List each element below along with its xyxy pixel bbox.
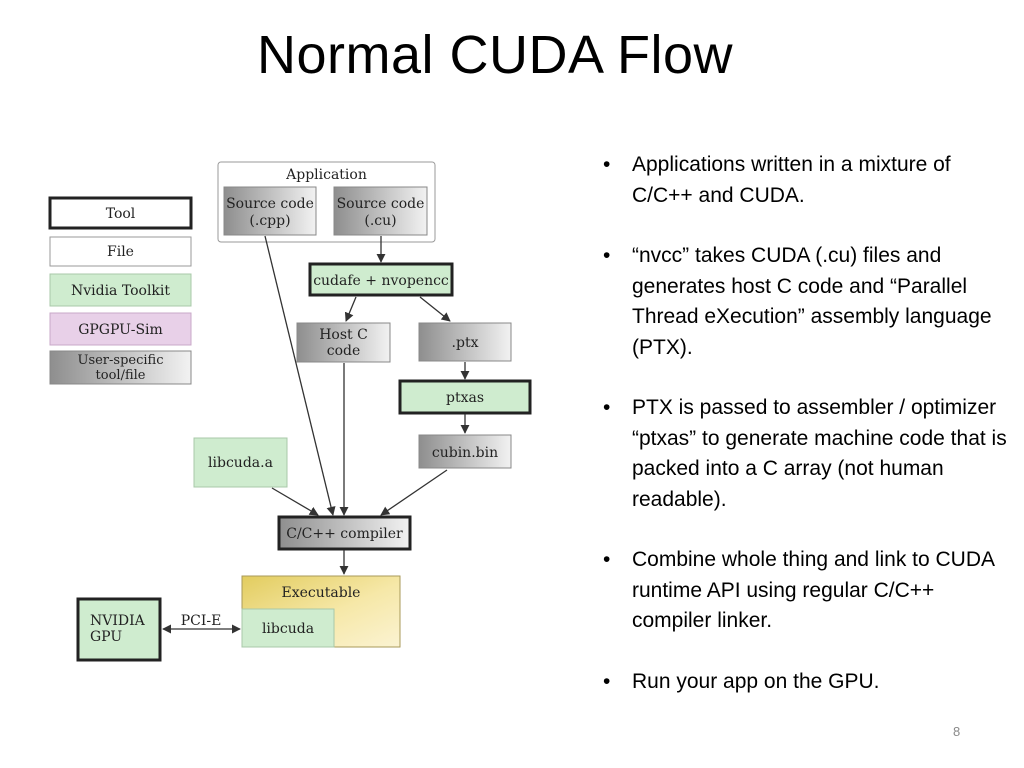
bullet-item: PTX is passed to assembler / optimizer “…	[598, 393, 1008, 515]
source-cu-line1: Source code	[337, 196, 425, 212]
gpu-line1: NVIDIA	[90, 613, 146, 629]
legend-tool: Tool	[48, 196, 193, 230]
arrow-libcuda-a-to-compiler	[271, 487, 319, 516]
gpu-line2: GPU	[90, 629, 122, 645]
ptxas-label: ptxas	[446, 390, 484, 406]
ptx-label: .ptx	[452, 335, 479, 351]
host-c-code-box: Host C code	[296, 322, 391, 363]
legend-gpgpu-sim: GPGPU-Sim	[49, 312, 192, 346]
cubin-label: cubin.bin	[432, 445, 498, 461]
host-c-line1: Host C	[319, 327, 368, 343]
legend-nvidia-toolkit-label: Nvidia Toolkit	[71, 283, 170, 299]
legend-file-label: File	[107, 244, 134, 260]
application-label: Application	[285, 167, 367, 183]
legend-tool-label: Tool	[106, 206, 136, 222]
nvidia-gpu-box: NVIDIA GPU	[76, 597, 162, 662]
bullet-item: Applications written in a mixture of C/C…	[598, 150, 1008, 211]
libcuda-a-label: libcuda.a	[208, 455, 273, 471]
compiler-box: C/C++ compiler	[277, 515, 412, 551]
compiler-label: C/C++ compiler	[286, 526, 403, 542]
page-number: 8	[953, 724, 961, 739]
cudafe-label: cudafe + nvopencc	[313, 273, 449, 289]
ptxas-box: ptxas	[398, 379, 532, 415]
bullet-item: “nvcc” takes CUDA (.cu) files and genera…	[598, 241, 1008, 363]
source-cpp-line2: (.cpp)	[249, 213, 290, 229]
flow-arrows	[162, 235, 470, 634]
libcuda-label: libcuda	[262, 621, 314, 637]
legend: Tool File Nvidia Toolkit GPGPU-Sim User-…	[48, 196, 193, 385]
ptx-box: .ptx	[418, 322, 512, 362]
source-cu-line2: (.cu)	[364, 213, 396, 229]
source-cpp-box: Source code (.cpp)	[223, 186, 317, 236]
source-cpp-line1: Source code	[226, 196, 314, 212]
arrow-cubin-to-compiler	[380, 469, 448, 516]
pcie-label: PCI-E	[181, 613, 222, 629]
cubin-box: cubin.bin	[418, 434, 512, 469]
libcuda-box: libcuda	[241, 608, 335, 648]
bullet-item: Run your app on the GPU.	[598, 667, 1008, 698]
cudafe-box: cudafe + nvopencc	[308, 262, 454, 297]
legend-nvidia-toolkit: Nvidia Toolkit	[49, 273, 192, 307]
arrow-cudafe-to-ptx	[419, 296, 451, 322]
arrow-cudafe-to-hostc	[344, 296, 357, 322]
bullet-item: Combine whole thing and link to CUDA run…	[598, 545, 1008, 637]
legend-user-specific-line2: tool/file	[96, 368, 146, 383]
executable-label: Executable	[282, 585, 361, 601]
bullet-list: Applications written in a mixture of C/C…	[598, 150, 1008, 727]
libcuda-a-box: libcuda.a	[193, 437, 288, 488]
slide-title: Normal CUDA Flow	[256, 25, 734, 85]
legend-user-specific-line1: User-specific	[77, 353, 163, 368]
host-c-line2: code	[327, 343, 361, 359]
source-cu-box: Source code (.cu)	[333, 186, 428, 236]
legend-gpgpu-sim-label: GPGPU-Sim	[78, 322, 163, 338]
cuda-flow-diagram: Tool File Nvidia Toolkit GPGPU-Sim User-…	[48, 161, 532, 662]
legend-user-specific: User-specific tool/file	[49, 350, 192, 385]
legend-file: File	[49, 236, 192, 267]
arrow-cpp-to-compiler	[264, 235, 336, 516]
